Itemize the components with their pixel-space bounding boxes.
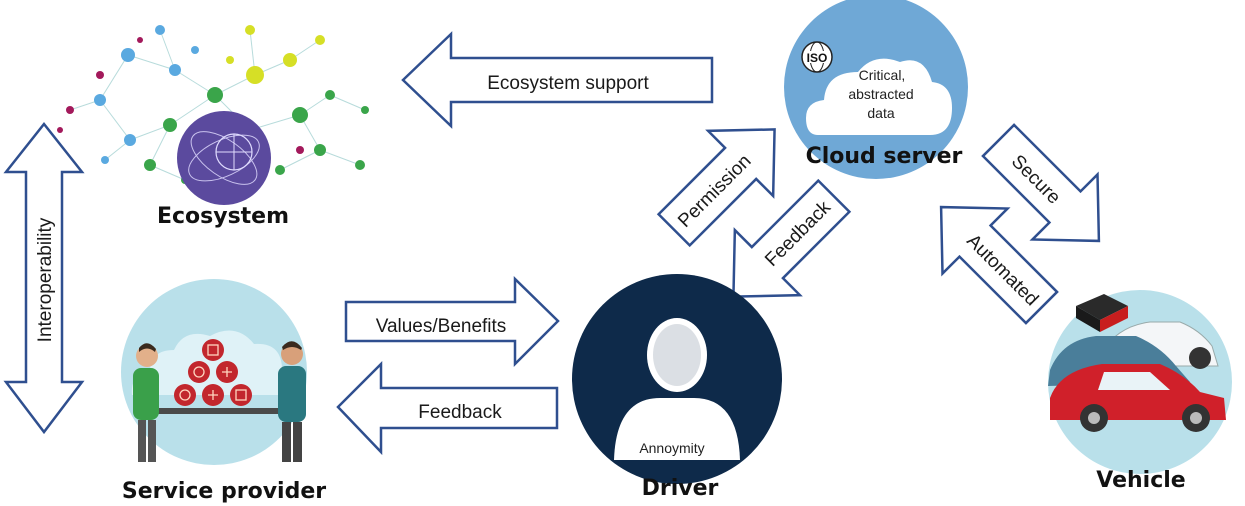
ecosystem-support-label: Ecosystem support [487,73,649,94]
vehicle-title: Vehicle [1096,468,1185,493]
cloud-server-node: Critical, abstracted data ISO [784,0,968,179]
user-avatar-icon [614,318,740,460]
values-benefits-label: Values/Benefits [376,316,507,337]
network-nodes-blue [94,25,199,164]
person-right [278,341,306,462]
globe-icon [177,111,271,205]
cloud-text-line-3: data [867,105,894,121]
cloud-server-title: Cloud server [806,144,963,169]
network-nodes-magenta [57,37,304,154]
driver-title: Driver [642,476,719,501]
car-red [1050,364,1226,432]
values-benefits-arrow: Values/Benefits [344,276,560,368]
interoperability-arrow: Interoperability [3,121,85,435]
ecosystem-title: Ecosystem [157,204,289,229]
service-provider-node [121,279,307,465]
cloud-text-line-2: abstracted [848,86,913,102]
person-left [133,343,159,462]
iso-icon: ISO [801,41,833,73]
tray [150,408,292,414]
service-provider-title: Service provider [122,479,326,504]
ecosystem-network-graphic [57,25,369,205]
obd-device-icon [1076,294,1128,332]
interoperability-label: Interoperability [35,217,56,342]
network-nodes-yellow [226,25,325,84]
feedback-provider-label: Feedback [418,402,502,423]
driver-badge: Annoymity [639,440,704,456]
feedback-provider-arrow: Feedback [336,360,559,456]
driver-node: Annoymity [572,274,782,484]
ecosystem-support-arrow: Ecosystem support [401,31,714,129]
vehicle-node [1048,290,1232,474]
cloud-icon [806,58,952,135]
iso-label: ISO [807,51,828,65]
cloud-text-line-1: Critical, [859,67,906,83]
services-icon-stack [174,339,252,406]
